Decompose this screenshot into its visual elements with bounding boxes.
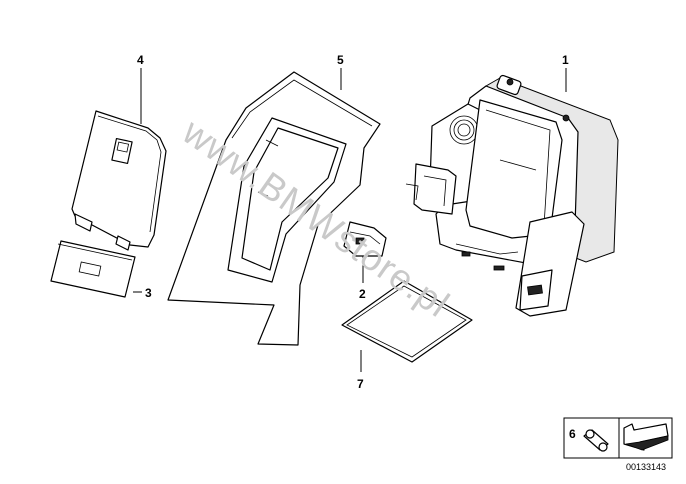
part-3-plate[interactable] (50, 240, 136, 298)
callout-1: 1 (562, 53, 569, 67)
leader-lines (133, 68, 567, 372)
callout-4: 4 (137, 53, 144, 67)
callout-5: 5 (337, 53, 344, 67)
fuse-icon (583, 429, 609, 452)
part-2-connector[interactable] (343, 221, 387, 257)
callout-2: 2 (359, 287, 366, 301)
part-7-card[interactable] (341, 280, 473, 363)
callout-3: 3 (145, 286, 152, 300)
arrow-icon (623, 423, 669, 451)
callout-6: 6 (569, 427, 576, 441)
callout-7: 7 (357, 377, 364, 391)
part-1-unit[interactable] (405, 74, 619, 317)
part-5-trim[interactable] (167, 71, 381, 346)
catalog-number: 00133143 (626, 462, 666, 472)
legend-box: 6 (563, 417, 673, 459)
part-4-cover[interactable] (71, 110, 167, 251)
